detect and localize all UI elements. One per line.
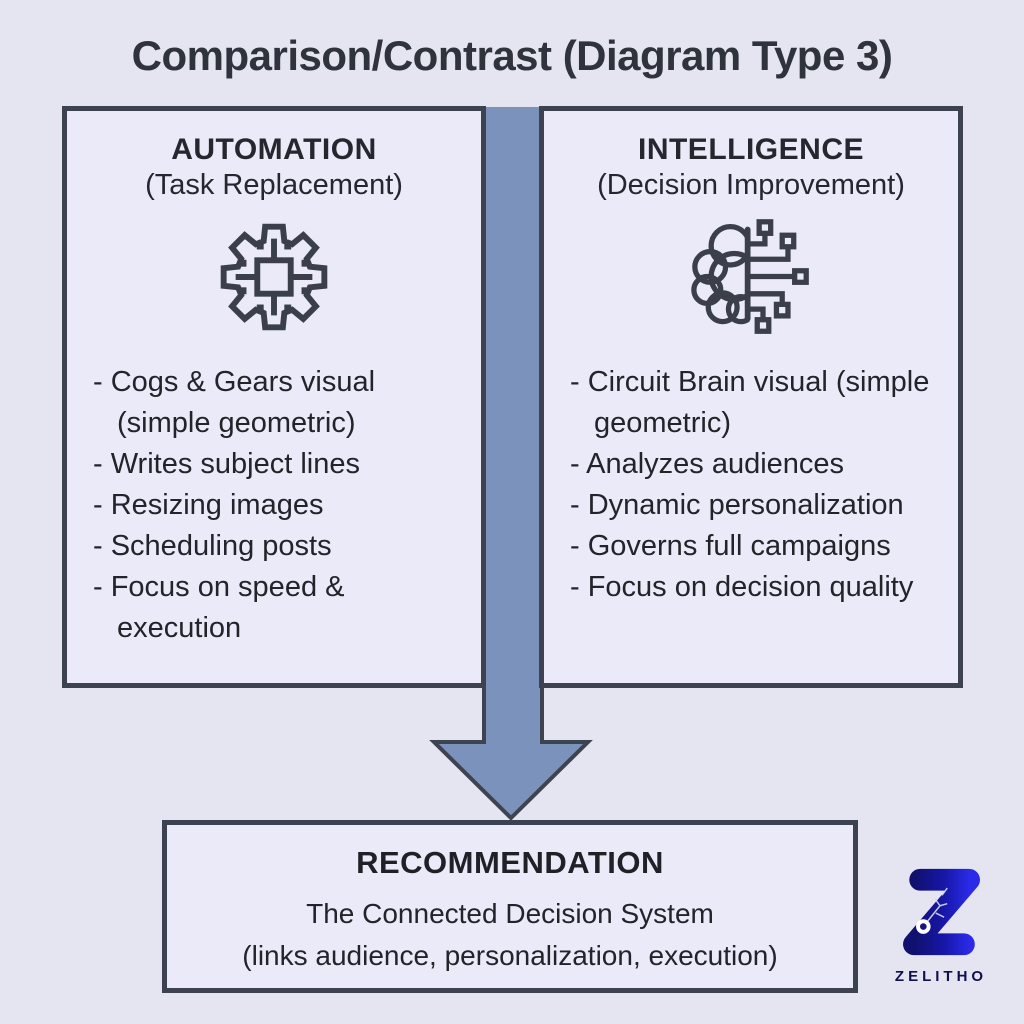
recommendation-line1: The Connected Decision System — [306, 898, 714, 929]
gear-icon — [215, 216, 333, 338]
circuit-brain-icon — [686, 216, 816, 338]
brand-name: ZELITHO — [894, 968, 988, 985]
automation-heading: AUTOMATION — [171, 133, 377, 166]
intelligence-subheading: (Decision Improvement) — [597, 169, 905, 201]
list-item: - Scheduling posts — [93, 530, 332, 562]
recommendation-body: The Connected Decision System (links aud… — [242, 893, 777, 977]
list-item: - Focus on decision quality — [570, 571, 914, 603]
list-item: - Analyzes audiences — [570, 448, 845, 480]
automation-subheading: (Task Replacement) — [145, 169, 403, 201]
list-item: - Circuit Brain visual (simple geometric… — [570, 366, 930, 439]
z-wrench-logo-icon — [903, 868, 980, 956]
page-title: Comparison/Contrast (Diagram Type 3) — [131, 32, 893, 79]
list-item: - Resizing images — [93, 489, 324, 521]
brand-logo: ZELITHO — [878, 860, 1004, 985]
recommendation-heading: RECOMMENDATION — [356, 845, 664, 880]
list-item: - Writes subject lines — [93, 448, 360, 480]
recommendation-line2: (links audience, personalization, execut… — [242, 940, 778, 971]
list-item: - Focus on speed & execution — [93, 571, 345, 644]
list-item: - Governs full campaigns — [570, 530, 891, 562]
automation-box: AUTOMATION (Task Replacement) - Cogs & G… — [62, 106, 486, 688]
intelligence-box: INTELLIGENCE (Decision Improvement) — [539, 106, 963, 688]
intelligence-heading: INTELLIGENCE — [637, 133, 864, 166]
recommendation-box: RECOMMENDATION The Connected Decision Sy… — [162, 820, 858, 993]
list-item: - Cogs & Gears visual (simple geometric) — [93, 366, 376, 439]
intelligence-bullet-list: - Circuit Brain visual (simple geometric… — [544, 362, 958, 608]
list-item: - Dynamic personalization — [570, 489, 904, 521]
automation-bullet-list: - Cogs & Gears visual (simple geometric)… — [67, 362, 481, 649]
